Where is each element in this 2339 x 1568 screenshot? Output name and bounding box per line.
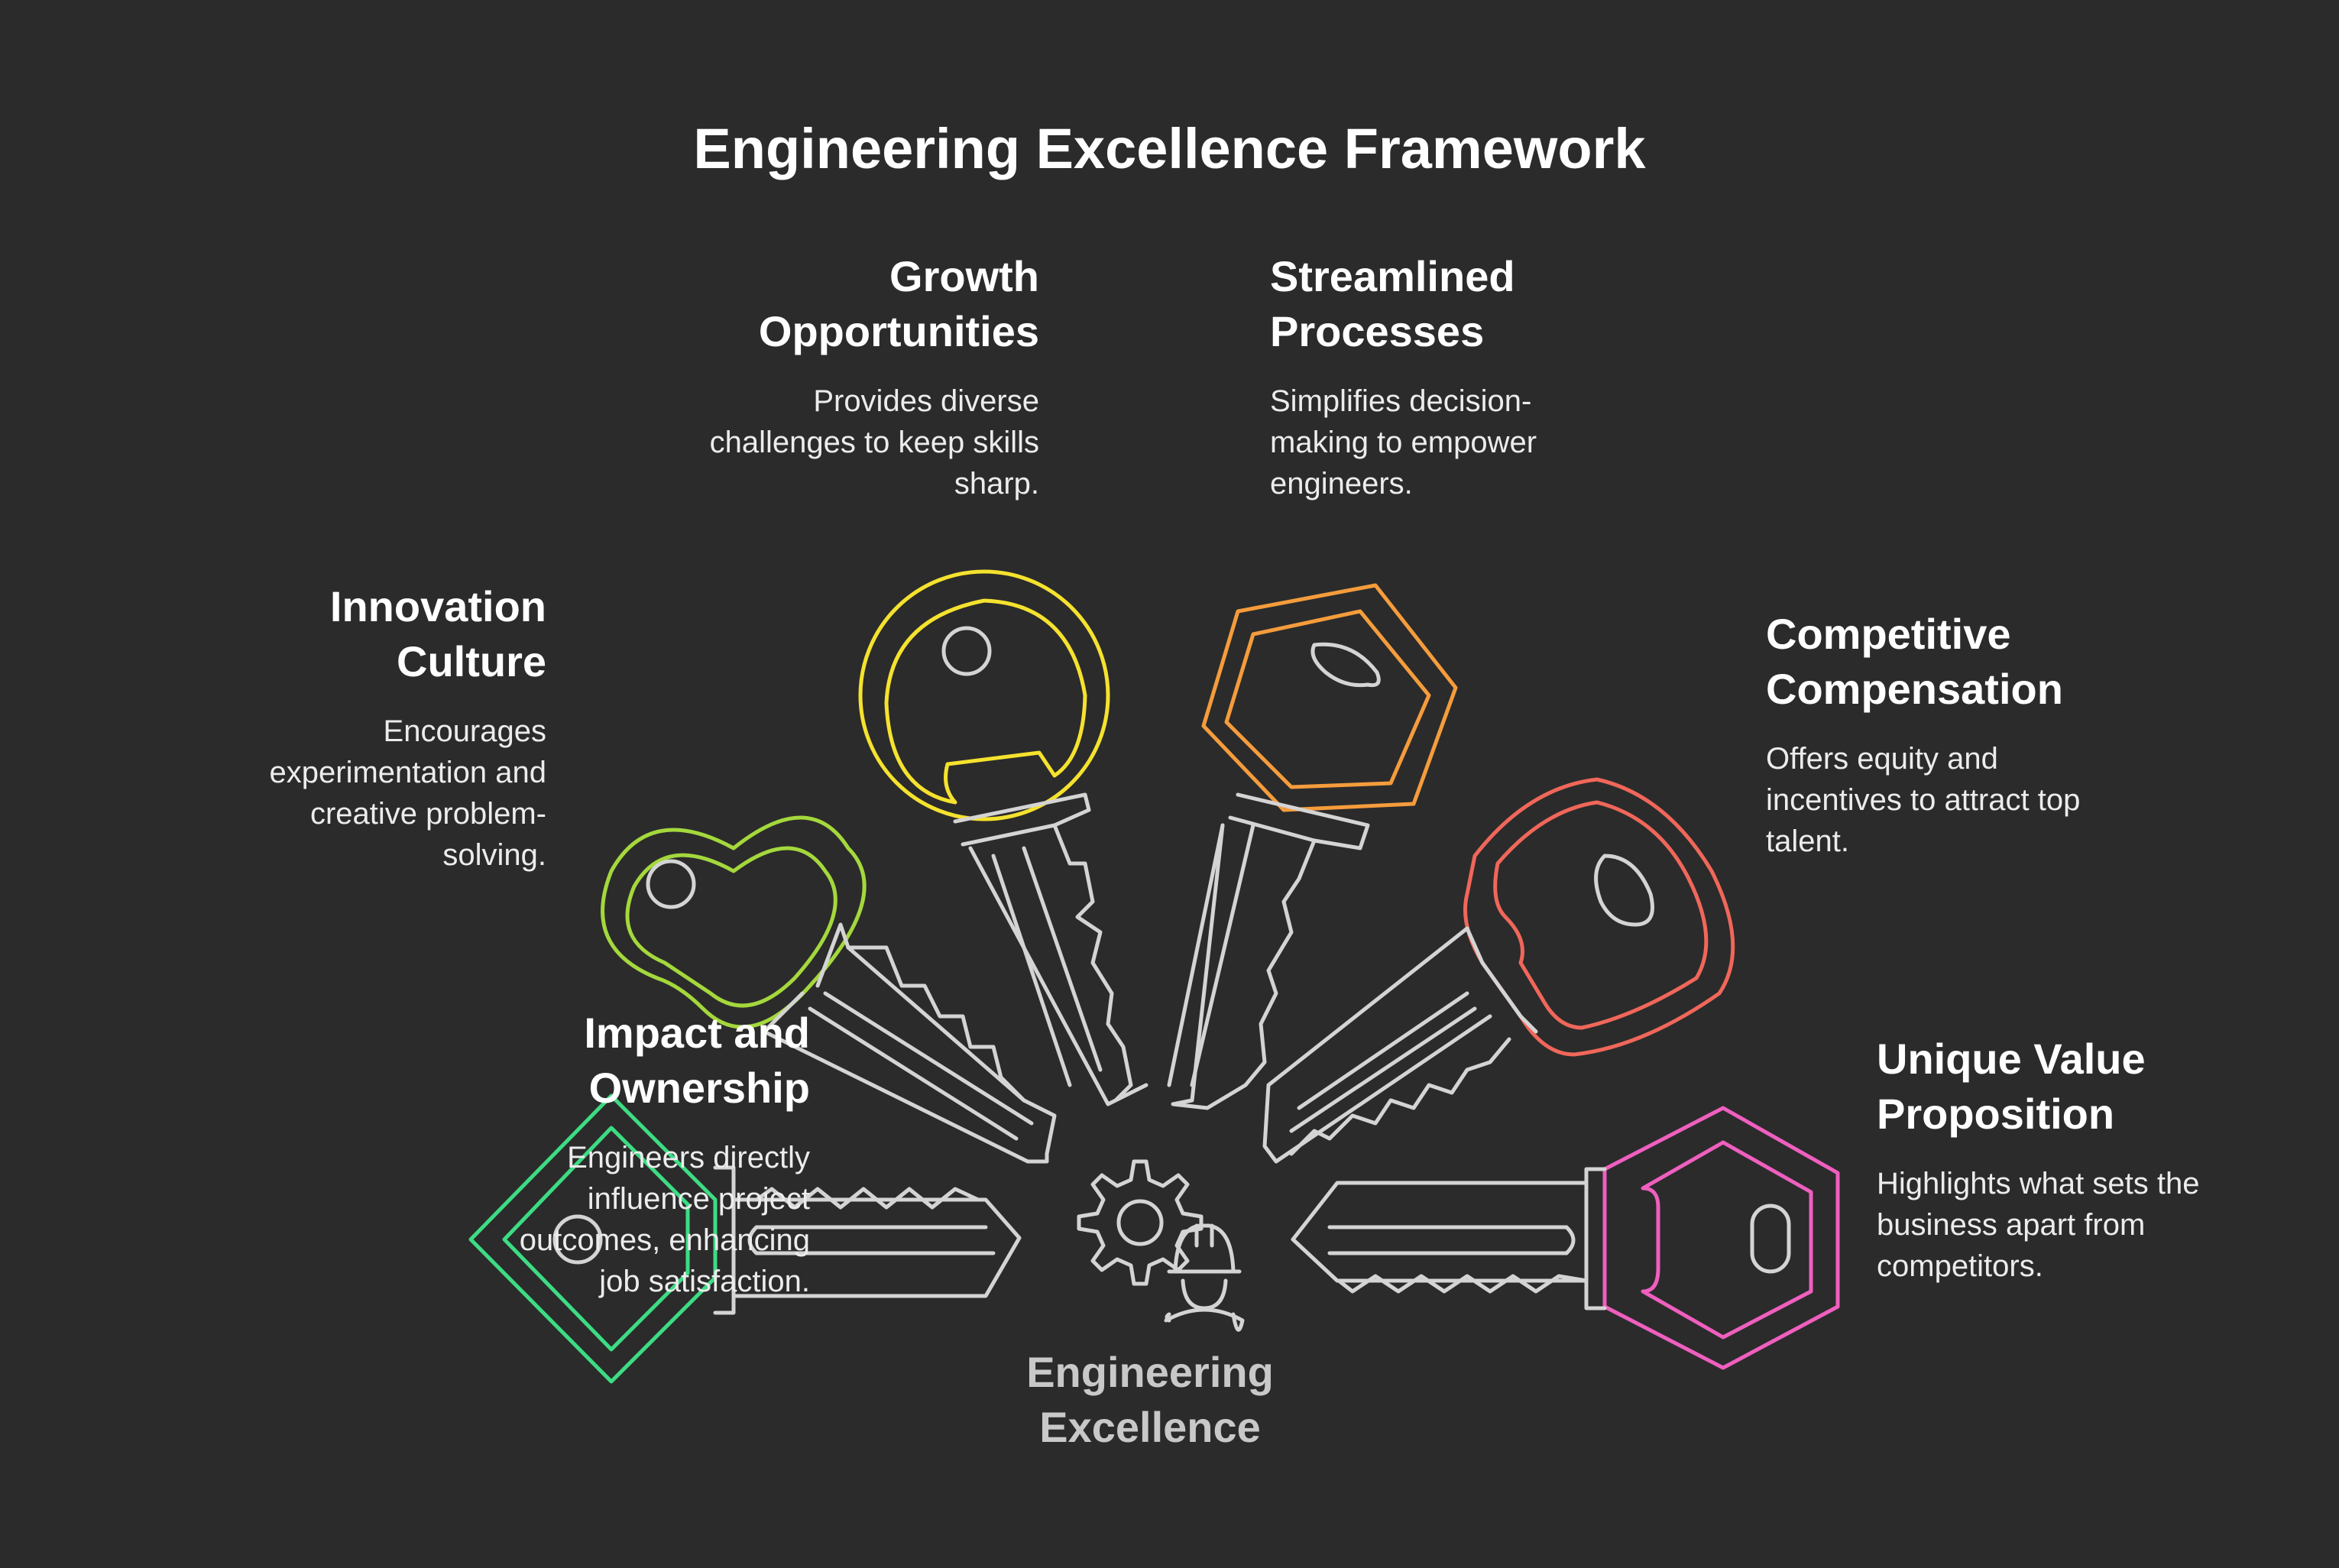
key-shaft-growth	[953, 792, 1148, 1106]
key-head-impact	[468, 1093, 718, 1384]
key-head-innovation	[601, 815, 867, 1029]
key-compensation	[1262, 777, 1735, 1164]
key-impact	[468, 1093, 1022, 1384]
key-shaft-innovation	[762, 922, 1057, 1164]
node-growth-title: Growth Opportunities	[758, 252, 1039, 355]
key-value	[1291, 1106, 1840, 1370]
key-head-streamlined	[1201, 583, 1458, 812]
node-innovation-description: Encourages experimentation and creative …	[269, 714, 546, 872]
node-impact-description: Engineers directly influence project out…	[519, 1141, 810, 1298]
node-compensation: Competitive Compensation Offers equity a…	[1766, 607, 2240, 862]
key-hole-growth	[941, 626, 992, 676]
node-streamlined-title: Streamlined Processes	[1270, 252, 1515, 355]
gear-icon	[1077, 1159, 1204, 1286]
diagram-title: Engineering Excellence Framework	[693, 117, 1646, 180]
node-impact-title: Impact and Ownership	[584, 1009, 810, 1112]
node-streamlined-description: Simplifies decision- making to empower e…	[1270, 384, 1537, 501]
node-value-title: Unique Value Proposition	[1877, 1035, 2146, 1138]
node-value-description: Highlights what sets the business apart …	[1877, 1167, 2200, 1283]
node-innovation: Innovation Culture Encourages experiment…	[73, 579, 546, 876]
node-growth-description: Provides diverse challenges to keep skil…	[709, 384, 1039, 501]
node-innovation-title: Innovation Culture	[329, 582, 546, 685]
key-hole-value	[1750, 1204, 1791, 1274]
key-hole-compensation	[1594, 854, 1654, 927]
center-label: Engineering Excellence	[1026, 1348, 1274, 1451]
key-hole-streamlined	[1310, 642, 1381, 688]
node-value: Unique Value Proposition Highlights what…	[1877, 1032, 2339, 1287]
key-head-growth	[858, 569, 1110, 821]
key-streamlined	[1167, 583, 1458, 1110]
node-streamlined: Streamlined Processes Simplifies decisio…	[1270, 249, 1744, 504]
key-shaft-value	[1291, 1167, 1607, 1310]
key-hole-impact	[552, 1214, 603, 1265]
key-shaft-impact	[713, 1165, 1022, 1315]
node-growth: Growth Opportunities Provides diverse ch…	[565, 249, 1039, 504]
key-innovation	[601, 815, 1057, 1164]
key-growth	[858, 569, 1148, 1106]
node-compensation-title: Competitive Compensation	[1766, 610, 2063, 713]
key-shaft-streamlined	[1167, 792, 1370, 1110]
key-head-value	[1602, 1106, 1840, 1370]
node-impact: Impact and Ownership Engineers directly …	[336, 1006, 810, 1302]
key-head-compensation	[1463, 777, 1735, 1057]
node-compensation-description: Offers equity and incentives to attract …	[1766, 742, 2081, 858]
engineer-icon	[1164, 1223, 1245, 1332]
key-shaft-compensation	[1262, 926, 1538, 1164]
key-hole-innovation	[646, 859, 696, 909]
